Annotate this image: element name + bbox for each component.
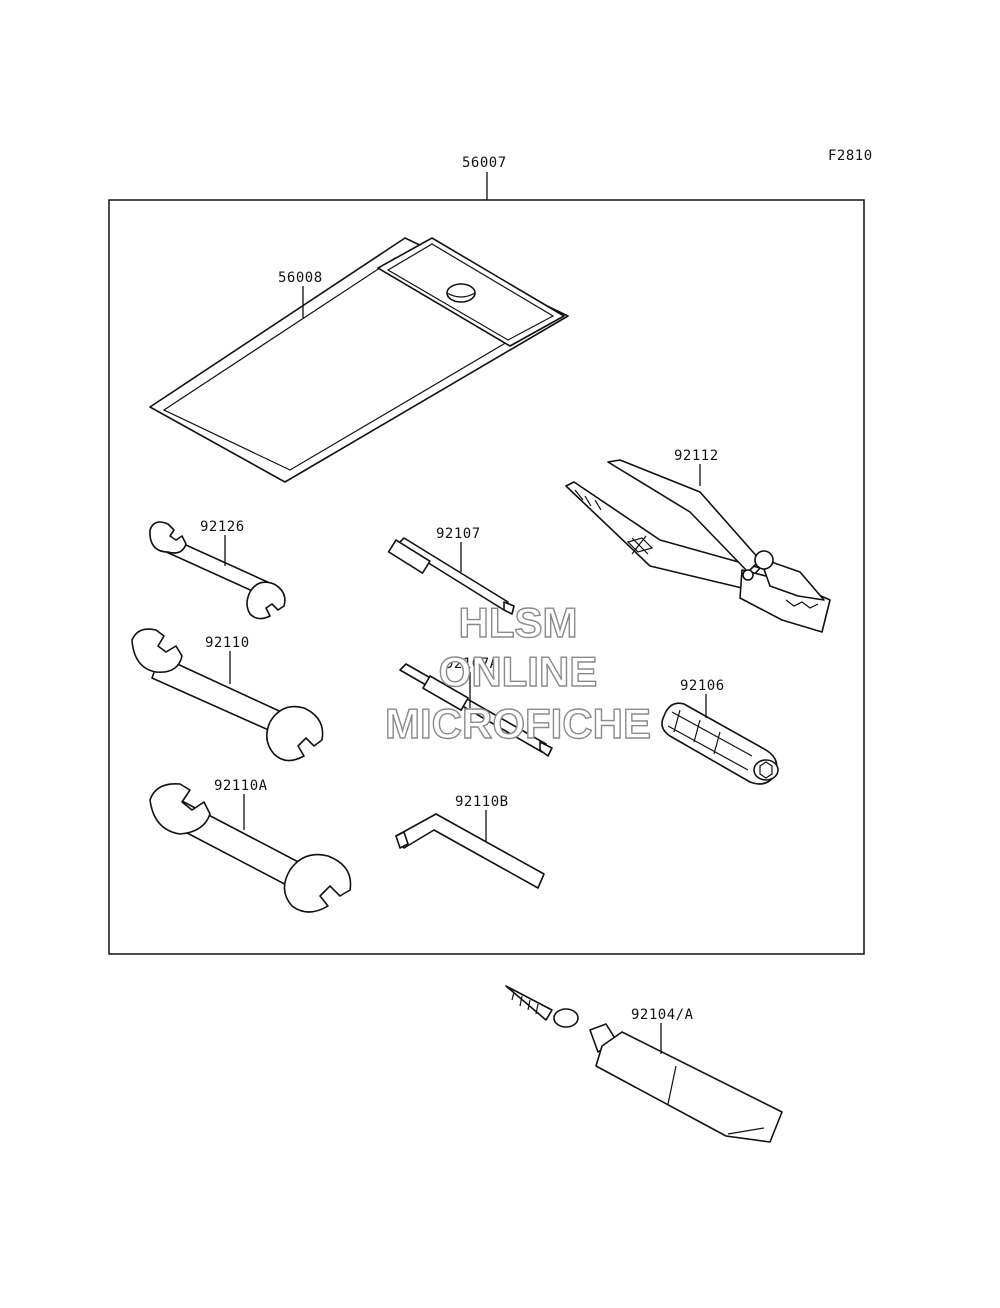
label-wrench-large[interactable]: 92110A	[214, 778, 268, 794]
tool-case-drawing[interactable]	[149, 237, 569, 483]
label-handle[interactable]: 92106	[680, 678, 725, 694]
diagram-code: F2810	[828, 148, 873, 164]
wrench-large-drawing[interactable]	[149, 783, 352, 913]
label-tool-kit[interactable]: 56007	[462, 155, 507, 171]
label-wrench-medium[interactable]: 92110	[205, 635, 250, 651]
wrench-small-drawing[interactable]	[149, 521, 286, 620]
watermark-line-1: HLSM	[459, 599, 578, 646]
pliers-drawing[interactable]	[565, 459, 831, 633]
screwdriver-drawing[interactable]	[387, 537, 515, 615]
label-screwdriver-bit[interactable]: 92107A	[445, 656, 499, 672]
label-pliers[interactable]: 92112	[674, 448, 719, 464]
handle-drawing[interactable]	[661, 702, 779, 785]
repair-tube-drawing[interactable]	[505, 985, 783, 1143]
screwdriver-bit-drawing[interactable]	[399, 663, 553, 757]
label-wrench-small[interactable]: 92126	[200, 519, 245, 535]
label-hex-key[interactable]: 92110B	[455, 794, 509, 810]
label-repair-tube[interactable]: 92104/A	[631, 1007, 694, 1023]
wrench-medium-drawing[interactable]	[131, 628, 324, 762]
watermark-line-3: MICROFICHE	[385, 700, 651, 747]
label-tool-case[interactable]: 56008	[278, 270, 323, 286]
label-screwdriver[interactable]: 92107	[436, 526, 481, 542]
hex-key-drawing[interactable]	[395, 813, 545, 889]
watermark-line-2: ONLINE	[439, 648, 598, 695]
